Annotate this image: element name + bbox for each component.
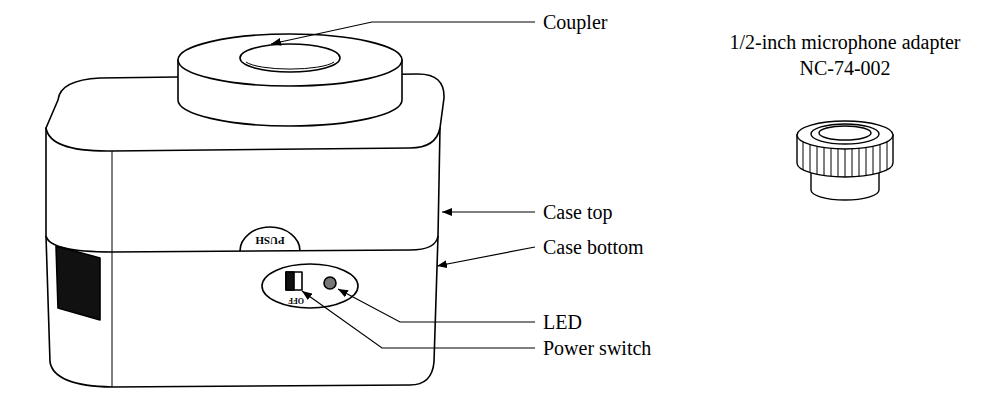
knurl-line — [859, 148, 860, 176]
microphone-adapter — [797, 121, 893, 200]
part-name: 1/2-inch microphone adapter — [729, 32, 960, 52]
knurl-line — [866, 148, 867, 176]
coupler-hole-depth — [246, 62, 334, 69]
adapter-ring-top — [797, 121, 893, 149]
device-marking: OFF — [288, 296, 304, 304]
side-sticker — [56, 246, 100, 320]
coupler-hole — [240, 44, 340, 72]
part-name: LED — [543, 312, 582, 332]
switch-knob — [286, 272, 294, 290]
switch-panel — [262, 264, 358, 308]
coupler-cylinder — [178, 34, 402, 126]
knurl-line — [824, 148, 825, 176]
model-number: NC-74-002 — [799, 58, 890, 78]
adapter-hole — [819, 126, 871, 140]
switch-slot — [286, 272, 302, 290]
knurl-line — [887, 142, 888, 170]
knurl-line — [873, 146, 874, 174]
knurl-line — [810, 145, 811, 173]
knurl-line — [845, 149, 846, 177]
knurl-line — [852, 149, 853, 177]
adapter-ring-inner — [811, 124, 879, 144]
led-lamp — [324, 277, 336, 289]
leader-line — [302, 291, 535, 348]
part-name: Case bottom — [543, 237, 644, 257]
leader-line — [442, 211, 535, 212]
case-outline — [46, 128, 440, 387]
leader-line — [437, 247, 535, 266]
part-name: Power switch — [543, 338, 651, 358]
leader-lines — [271, 22, 535, 348]
knurl-line — [838, 149, 839, 177]
front-edge — [112, 151, 113, 387]
leader-line — [271, 22, 535, 44]
knurling — [803, 142, 887, 177]
knurl-line — [880, 145, 881, 173]
part-name: Coupler — [543, 12, 607, 32]
knurl-line — [817, 146, 818, 174]
coupler-top — [178, 34, 402, 86]
push-tab — [240, 227, 300, 251]
leader-line — [338, 289, 535, 322]
knurl-line — [831, 148, 832, 176]
part-name: Case top — [543, 202, 612, 222]
device-marking: PUSH — [255, 235, 284, 246]
knurl-line — [803, 142, 804, 170]
